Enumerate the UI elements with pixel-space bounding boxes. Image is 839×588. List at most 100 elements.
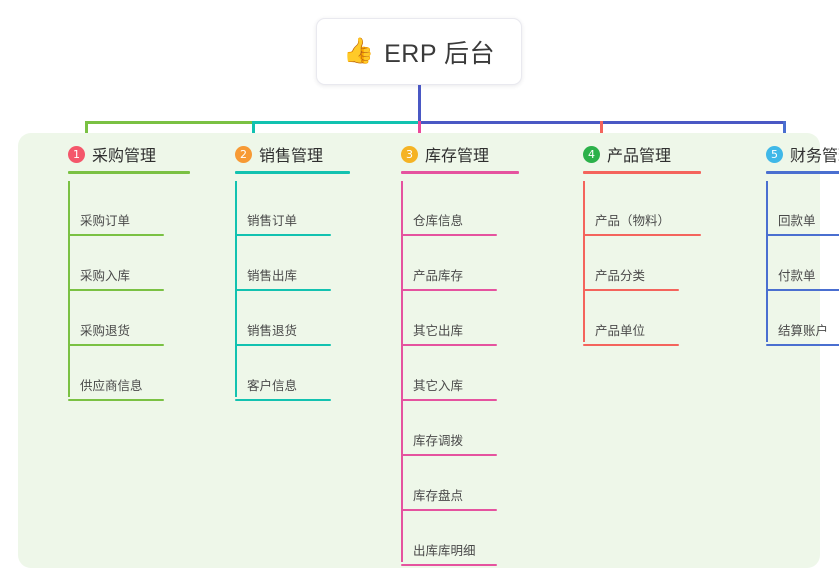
leaf-item[interactable]: 付款单 — [766, 265, 839, 291]
connector-segment-2 — [252, 121, 418, 124]
branch-column-2: 2 销售管理销售订单销售出库销售退货客户信息 — [213, 133, 378, 401]
leaf-item[interactable]: 产品库存 — [401, 265, 497, 291]
leaf-item-label: 销售出库 — [247, 269, 298, 283]
leaf-item-underline — [583, 289, 679, 291]
leaf-item[interactable]: 回款单 — [766, 210, 839, 236]
leaf-item[interactable]: 销售退货 — [235, 320, 331, 346]
leaf-item[interactable]: 销售订单 — [235, 210, 331, 236]
leaf-item-underline — [401, 234, 497, 236]
leaf-item-label: 产品库存 — [413, 269, 464, 283]
branch-title-5: 财务管理 — [790, 148, 839, 165]
branch-header-row: 3 库存管理 — [379, 133, 544, 166]
branch-column-3: 3 库存管理仓库信息产品库存其它出库其它入库库存调拨库存盘点出库库明细 — [379, 133, 544, 566]
leaf-item-underline — [401, 509, 497, 511]
leaf-item-label: 产品（物料） — [595, 214, 671, 228]
leaf-item[interactable]: 产品分类 — [583, 265, 679, 291]
leaf-item-label: 其它入库 — [413, 379, 464, 393]
branch-badge-1: 1 — [68, 145, 85, 163]
branch-header-5[interactable]: 5 财务管理 — [744, 133, 839, 178]
branch-header-row: 1 采购管理 — [46, 133, 211, 166]
leaf-item-underline — [766, 289, 839, 291]
branch-title-3: 库存管理 — [425, 148, 490, 165]
leaf-item-label: 库存盘点 — [413, 489, 464, 503]
leaf-item[interactable]: 库存盘点 — [401, 485, 497, 511]
branch-header-row: 4 产品管理 — [561, 133, 726, 166]
leaf-item-underline — [68, 234, 164, 236]
connector-segment-1 — [85, 121, 252, 124]
leaf-item[interactable]: 出库库明细 — [401, 540, 497, 566]
leaf-item-underline — [401, 454, 497, 456]
root-node[interactable]: 👍 ERP 后台 — [316, 18, 522, 85]
leaf-item-underline — [68, 399, 164, 401]
leaf-item-label: 出库库明细 — [413, 544, 476, 558]
leaf-item[interactable]: 采购入库 — [68, 265, 164, 291]
leaf-item-label: 产品单位 — [595, 324, 646, 338]
root-title: ERP 后台 — [384, 39, 496, 68]
leaf-item-underline — [401, 289, 497, 291]
branch-column-5: 5 财务管理回款单付款单结算账户 — [744, 133, 839, 346]
leaf-item-label: 付款单 — [778, 269, 816, 283]
branch-badge-5: 5 — [766, 145, 783, 163]
leaf-item[interactable]: 供应商信息 — [68, 375, 164, 401]
branch-underline-3 — [401, 171, 519, 174]
leaf-item-label: 其它出库 — [413, 324, 464, 338]
thumbs-up-icon: 👍 — [342, 37, 375, 65]
leaf-item-underline — [401, 344, 497, 346]
leaf-item-label: 采购订单 — [80, 214, 131, 228]
branch-spine-3 — [401, 181, 403, 562]
leaf-item-underline — [235, 289, 331, 291]
branch-title-2: 销售管理 — [259, 148, 324, 165]
branch-spine-5 — [766, 181, 768, 342]
branch-underline-5 — [766, 171, 839, 174]
leaf-item-underline — [766, 344, 839, 346]
leaf-item-label: 库存调拨 — [413, 434, 464, 448]
leaf-item[interactable]: 结算账户 — [766, 320, 839, 346]
leaf-item-underline — [68, 344, 164, 346]
leaf-item-underline — [583, 344, 679, 346]
branch-underline-1 — [68, 171, 190, 174]
branch-header-3[interactable]: 3 库存管理 — [379, 133, 544, 178]
branch-spine-4 — [583, 181, 585, 342]
leaf-item[interactable]: 采购订单 — [68, 210, 164, 236]
leaf-item-underline — [68, 289, 164, 291]
leaf-item[interactable]: 库存调拨 — [401, 430, 497, 456]
leaf-item-underline — [583, 234, 701, 236]
branch-underline-4 — [583, 171, 701, 174]
leaf-item[interactable]: 客户信息 — [235, 375, 331, 401]
root-node-content: 👍 ERP 后台 — [343, 34, 495, 70]
leaf-item-underline — [766, 234, 839, 236]
branch-header-2[interactable]: 2 销售管理 — [213, 133, 378, 178]
leaf-item[interactable]: 产品（物料） — [583, 210, 701, 236]
branch-badge-4: 4 — [583, 145, 600, 163]
branch-header-row: 2 销售管理 — [213, 133, 378, 166]
branch-badge-2: 2 — [235, 145, 252, 163]
leaf-item[interactable]: 采购退货 — [68, 320, 164, 346]
leaf-item-label: 结算账户 — [778, 324, 829, 338]
leaf-item-underline — [235, 344, 331, 346]
leaf-item[interactable]: 销售出库 — [235, 265, 331, 291]
leaf-item[interactable]: 其它入库 — [401, 375, 497, 401]
leaf-item-label: 回款单 — [778, 214, 816, 228]
leaf-item[interactable]: 仓库信息 — [401, 210, 497, 236]
branch-column-1: 1 采购管理采购订单采购入库采购退货供应商信息 — [46, 133, 211, 401]
branch-title-4: 产品管理 — [607, 148, 672, 165]
leaf-item-label: 采购退货 — [80, 324, 131, 338]
branch-badge-3: 3 — [401, 145, 418, 163]
branch-header-1[interactable]: 1 采购管理 — [46, 133, 211, 178]
leaf-item-label: 销售退货 — [247, 324, 298, 338]
branch-header-4[interactable]: 4 产品管理 — [561, 133, 726, 178]
leaf-item[interactable]: 产品单位 — [583, 320, 679, 346]
branch-title-1: 采购管理 — [92, 148, 157, 165]
root-stem-line — [418, 85, 421, 124]
leaf-item-label: 销售订单 — [247, 214, 298, 228]
leaf-item-underline — [401, 564, 497, 566]
leaf-item-label: 仓库信息 — [413, 214, 464, 228]
leaf-item-underline — [235, 234, 331, 236]
leaf-item-label: 供应商信息 — [80, 379, 143, 393]
leaf-item[interactable]: 其它出库 — [401, 320, 497, 346]
leaf-item-label: 采购入库 — [80, 269, 131, 283]
leaf-item-label: 产品分类 — [595, 269, 646, 283]
branch-column-4: 4 产品管理产品（物料） 产品分类产品单位 — [561, 133, 726, 346]
leaf-item-underline — [401, 399, 497, 401]
